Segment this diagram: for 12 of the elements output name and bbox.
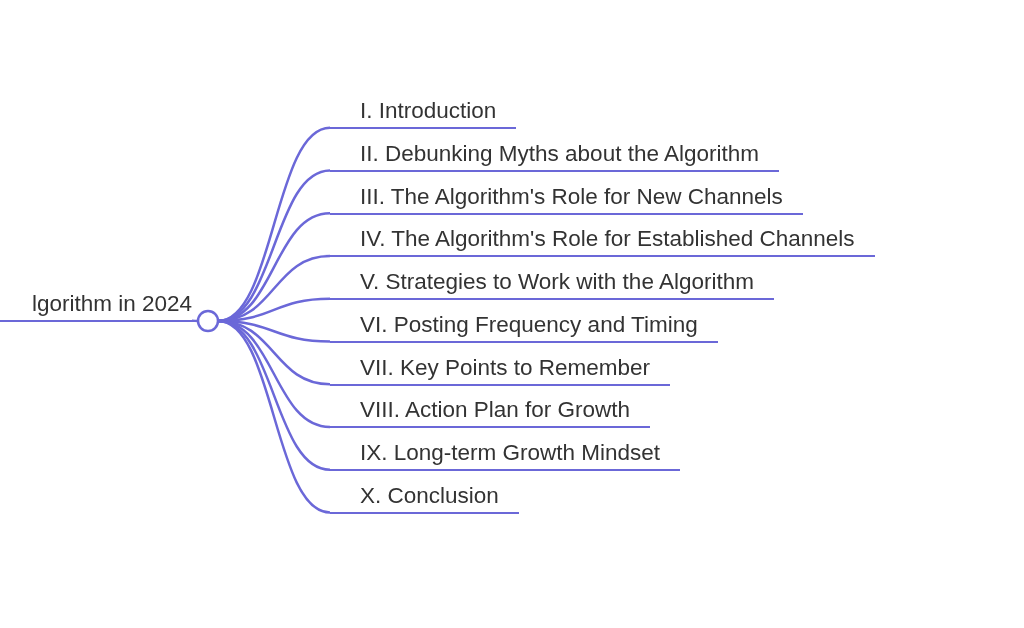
- branch-text: VI. Posting Frequency and Timing: [360, 311, 698, 338]
- branch-text: IX. Long-term Growth Mindset: [360, 440, 661, 466]
- branch-text: VII. Key Points to Remember: [360, 354, 651, 381]
- branch-text: II. Debunking Myths about the Algorithm: [360, 140, 759, 167]
- branch-text: X. Conclusion: [360, 482, 499, 509]
- branch-text: III. The Algorithm's Role for New Channels: [360, 183, 783, 210]
- topic-text: lgorithm in 2024: [31, 291, 192, 317]
- branch-text: IV. The Algorithm's Role for Established Channels: [360, 226, 855, 253]
- branch-text: I. Introduction: [360, 98, 497, 124]
- branch-text: VIII. Action Plan for Growth: [360, 397, 631, 424]
- branch-text: V. Strategies to Work with the Algorithm: [360, 269, 754, 295]
- junction-circle: [196, 309, 220, 333]
